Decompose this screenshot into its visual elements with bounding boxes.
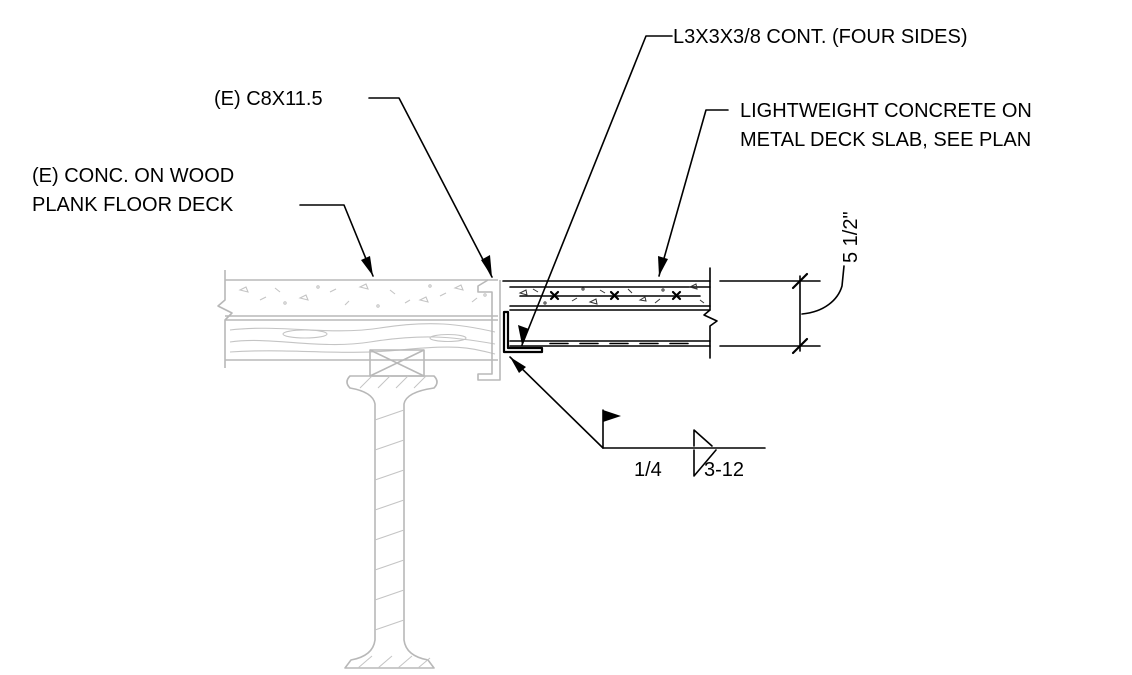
leader-existing-deck xyxy=(299,204,374,277)
existing-steel-beam xyxy=(344,375,438,669)
existing-channel xyxy=(477,279,501,381)
label-angle: L3X3X3/8 CONT. (FOUR SIDES) xyxy=(673,26,968,48)
existing-blocking xyxy=(369,349,425,377)
leader-channel xyxy=(368,97,493,278)
dimension-slab-depth xyxy=(719,265,845,355)
label-weld-length: 3-12 xyxy=(704,459,744,481)
weld-symbol xyxy=(509,356,766,477)
label-existing-line1: (E) CONC. ON WOOD xyxy=(32,165,234,187)
label-channel: (E) C8X11.5 xyxy=(214,88,323,110)
new-lightweight-slab xyxy=(502,267,718,359)
label-weld-size: 1/4 xyxy=(634,459,662,481)
label-lightweight-line1: LIGHTWEIGHT CONCRETE ON xyxy=(740,100,1032,122)
label-dimension: 5 1/2" xyxy=(840,211,862,263)
leader-angle xyxy=(518,35,673,346)
new-steel-angle xyxy=(502,310,544,354)
label-lightweight-line2: METAL DECK SLAB, SEE PLAN xyxy=(740,129,1031,151)
leader-lightweight-slab xyxy=(658,109,729,277)
existing-floor-deck xyxy=(217,270,498,368)
label-existing-line2: PLANK FLOOR DECK xyxy=(32,194,234,216)
